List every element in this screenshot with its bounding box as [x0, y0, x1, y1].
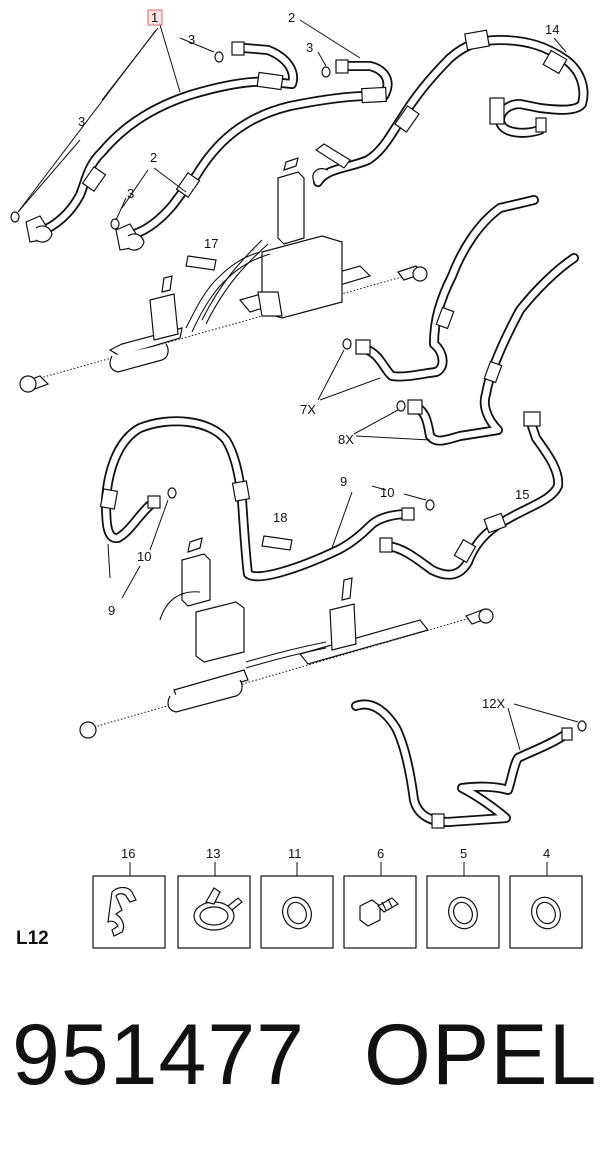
callout-3-mid[interactable]: 3	[127, 186, 134, 201]
section-code-label: L12	[16, 928, 49, 949]
power-steering-hose-exploded-diagram: 1 3 2 3 3 2 3 14 17 7X 8X 10 9 9 10 15 1…	[10, 9, 589, 949]
parts-box-label: 11	[288, 846, 302, 861]
o-ring-10a[interactable]	[167, 487, 177, 499]
steering-rack-upper[interactable]	[19, 157, 428, 393]
seal-ring-icon	[531, 896, 561, 930]
callout-3-top[interactable]: 3	[188, 32, 195, 47]
leader-lines	[17, 19, 579, 876]
parts-box-label: 16	[121, 846, 135, 861]
clip-18[interactable]	[261, 535, 293, 551]
o-ring-10b[interactable]	[425, 499, 435, 511]
callout-1[interactable]: 1	[151, 10, 158, 25]
callout-2-top[interactable]: 2	[288, 10, 295, 25]
brand-name: OPEL	[364, 1007, 598, 1103]
parts-box-label: 6	[377, 846, 384, 861]
hose-2[interactable]	[115, 59, 393, 251]
seal-ring-icon	[282, 896, 312, 930]
hose-1[interactable]	[25, 41, 298, 243]
callout-14[interactable]: 14	[545, 22, 559, 37]
o-ring-3d[interactable]	[321, 66, 331, 78]
parts-box-4[interactable]: 4	[509, 846, 583, 949]
o-ring-3a[interactable]	[10, 211, 20, 223]
pipe-7x[interactable]	[355, 195, 539, 382]
parts-box-13[interactable]: 13	[177, 846, 251, 949]
hose-clamp-icon	[193, 887, 243, 931]
callout-9-left[interactable]: 9	[108, 603, 115, 618]
o-ring-7x[interactable]	[342, 338, 352, 350]
callout-9-right[interactable]: 9	[340, 474, 347, 489]
hose-15[interactable]	[379, 411, 564, 580]
parts-box-16[interactable]: 16	[92, 846, 166, 949]
callout-8x[interactable]: 8X	[338, 432, 354, 447]
hose-14[interactable]	[312, 29, 589, 187]
steering-rack-lower[interactable]	[79, 537, 494, 739]
callout-2-mid[interactable]: 2	[150, 150, 157, 165]
callout-15[interactable]: 15	[515, 487, 529, 502]
callout-3-left[interactable]: 3	[78, 114, 85, 129]
callout-1-highlight	[147, 9, 163, 26]
callout-18[interactable]: 18	[273, 510, 287, 525]
callout-10-left[interactable]: 10	[137, 549, 151, 564]
o-ring-12x[interactable]	[577, 720, 587, 732]
parts-box-label: 5	[460, 846, 467, 861]
o-ring-8x[interactable]	[396, 400, 406, 412]
parts-box-5[interactable]: 5	[426, 846, 500, 949]
callout-7x[interactable]: 7X	[300, 402, 316, 417]
o-ring-3c[interactable]	[110, 218, 120, 230]
hose-9[interactable]	[99, 416, 415, 582]
callout-17[interactable]: 17	[204, 236, 218, 251]
parts-box-label: 4	[543, 846, 550, 861]
callout-10-right[interactable]: 10	[380, 485, 394, 500]
pipe-8x[interactable]	[407, 253, 579, 446]
clip-17[interactable]	[185, 255, 217, 271]
callout-12x[interactable]: 12X	[482, 696, 505, 711]
clip-icon	[107, 886, 137, 937]
seal-ring-icon	[448, 896, 478, 930]
bolt-icon	[359, 897, 399, 927]
parts-box-6[interactable]: 6	[343, 846, 417, 949]
callout-3-upper[interactable]: 3	[306, 40, 313, 55]
parts-box-label: 13	[206, 846, 220, 861]
o-ring-3b[interactable]	[214, 51, 224, 63]
part-number: 951477	[12, 1007, 305, 1103]
pipe-12x[interactable]	[351, 699, 573, 829]
parts-box-11[interactable]: 11	[260, 846, 334, 949]
